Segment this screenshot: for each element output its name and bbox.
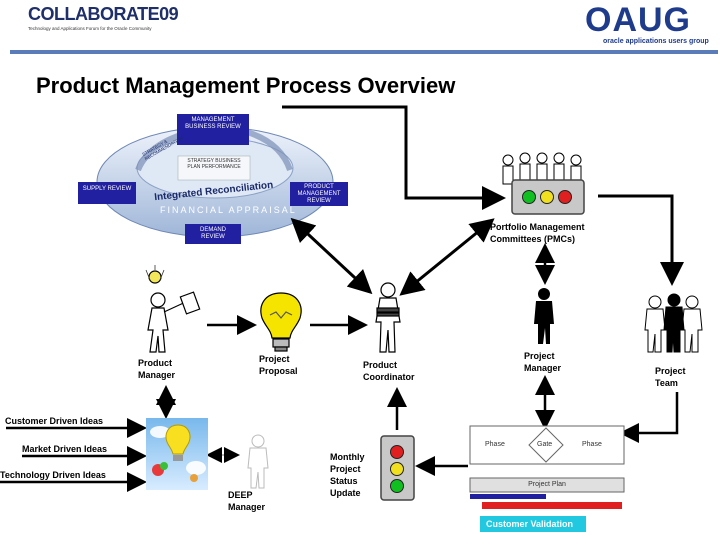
demand-review-label: DEMAND REVIEW <box>199 227 226 240</box>
project-proposal-line1: Project <box>259 354 290 364</box>
monthly-line4: Update <box>330 488 361 498</box>
pmc-traffic-light <box>511 179 585 215</box>
arrow-cycle-coordinator <box>290 217 373 295</box>
phase-left-label: Phase <box>485 441 505 448</box>
portfolio-mgmt-label: Portfolio Management Committees (PMCs) <box>490 221 585 245</box>
product-coordinator-figure <box>375 282 401 353</box>
project-team-label: Project Team <box>655 365 686 389</box>
technology-ideas-label: Technology Driven Ideas <box>0 470 106 480</box>
supply-review-label: SUPPLY REVIEW <box>82 186 132 192</box>
collaborate-tagline: Technology and Applications Forum for th… <box>28 26 152 31</box>
oaug-logo: OAUG oracle applications users group <box>585 2 715 50</box>
project-team-line1: Project <box>655 366 686 376</box>
project-manager-line2: Manager <box>524 363 562 373</box>
project-manager-label: Project Manager <box>524 350 561 374</box>
product-manager-label: Product Manager <box>138 357 175 381</box>
product-coordinator-label: Product Coordinator <box>363 359 415 383</box>
product-management-review-label: PRODUCT MANAGEMENT REVIEW <box>297 184 341 204</box>
product-coordinator-line1: Product <box>363 360 398 370</box>
management-review-box <box>177 114 249 145</box>
ideas-image <box>146 418 208 490</box>
product-management-review-box <box>290 182 348 206</box>
product-manager-line2: Manager <box>138 370 176 380</box>
project-manager-figure <box>534 288 554 344</box>
page-title: Product Management Process Overview <box>36 73 456 98</box>
top-connector <box>282 105 506 210</box>
deep-manager-line2: Manager <box>228 502 266 512</box>
customer-ideas-label: Customer Driven Ideas <box>5 416 104 426</box>
project-plan-label: Project Plan <box>528 481 566 488</box>
supply-review-box <box>78 182 136 204</box>
status-traffic-light <box>380 435 415 501</box>
monthly-line2: Project <box>330 464 361 474</box>
project-team-figures <box>644 293 703 353</box>
project-proposal-line2: Proposal <box>259 366 298 376</box>
collaborate-brand: COLLABORATE09 <box>28 4 179 24</box>
team-connector <box>598 194 684 286</box>
deep-manager-line1: DEEP <box>228 490 253 500</box>
project-team-line2: Team <box>655 378 678 388</box>
project-proposal-bulb <box>260 292 302 352</box>
portfolio-mgmt-line2: Committees (PMCs) <box>490 234 576 244</box>
deep-manager-figure <box>247 434 269 489</box>
management-review-label: MANAGEMENT BUSINESS REVIEW <box>185 117 241 130</box>
collaborate-logo: COLLABORATE09 Technology and Application… <box>28 4 200 44</box>
deep-manager-label: DEEP Manager <box>228 489 265 513</box>
arrow-pmc-coordinator <box>399 218 495 296</box>
gate-label: Gate <box>537 441 553 448</box>
demand-review-box <box>185 224 241 244</box>
market-ideas-label: Market Driven Ideas <box>22 444 108 454</box>
oaug-brand: OAUG <box>585 1 691 39</box>
monthly-line3: Status <box>330 476 358 486</box>
strategy-box-label: STRATEGY BUSINESS PLAN PERFORMANCE <box>187 158 241 170</box>
product-manager-figure <box>145 265 201 353</box>
oaug-tagline: oracle applications users group <box>603 38 709 45</box>
header-divider <box>10 50 718 54</box>
portfolio-mgmt-line1: Portfolio Management <box>490 222 585 232</box>
product-manager-line1: Product <box>138 358 173 368</box>
project-proposal-label: Project Proposal <box>259 353 298 377</box>
customer-validation-label: Customer Validation <box>486 519 574 529</box>
monthly-status-label: Monthly Project Status Update <box>330 451 365 499</box>
financial-label: FINANCIAL APPRAISAL <box>160 205 297 215</box>
monthly-line1: Monthly <box>330 452 365 462</box>
arrow-team-plan <box>619 392 679 443</box>
project-manager-line1: Project <box>524 351 555 361</box>
project-plan-block <box>469 425 625 532</box>
product-coordinator-line2: Coordinator <box>363 372 415 382</box>
phase-right-label: Phase <box>582 441 602 448</box>
